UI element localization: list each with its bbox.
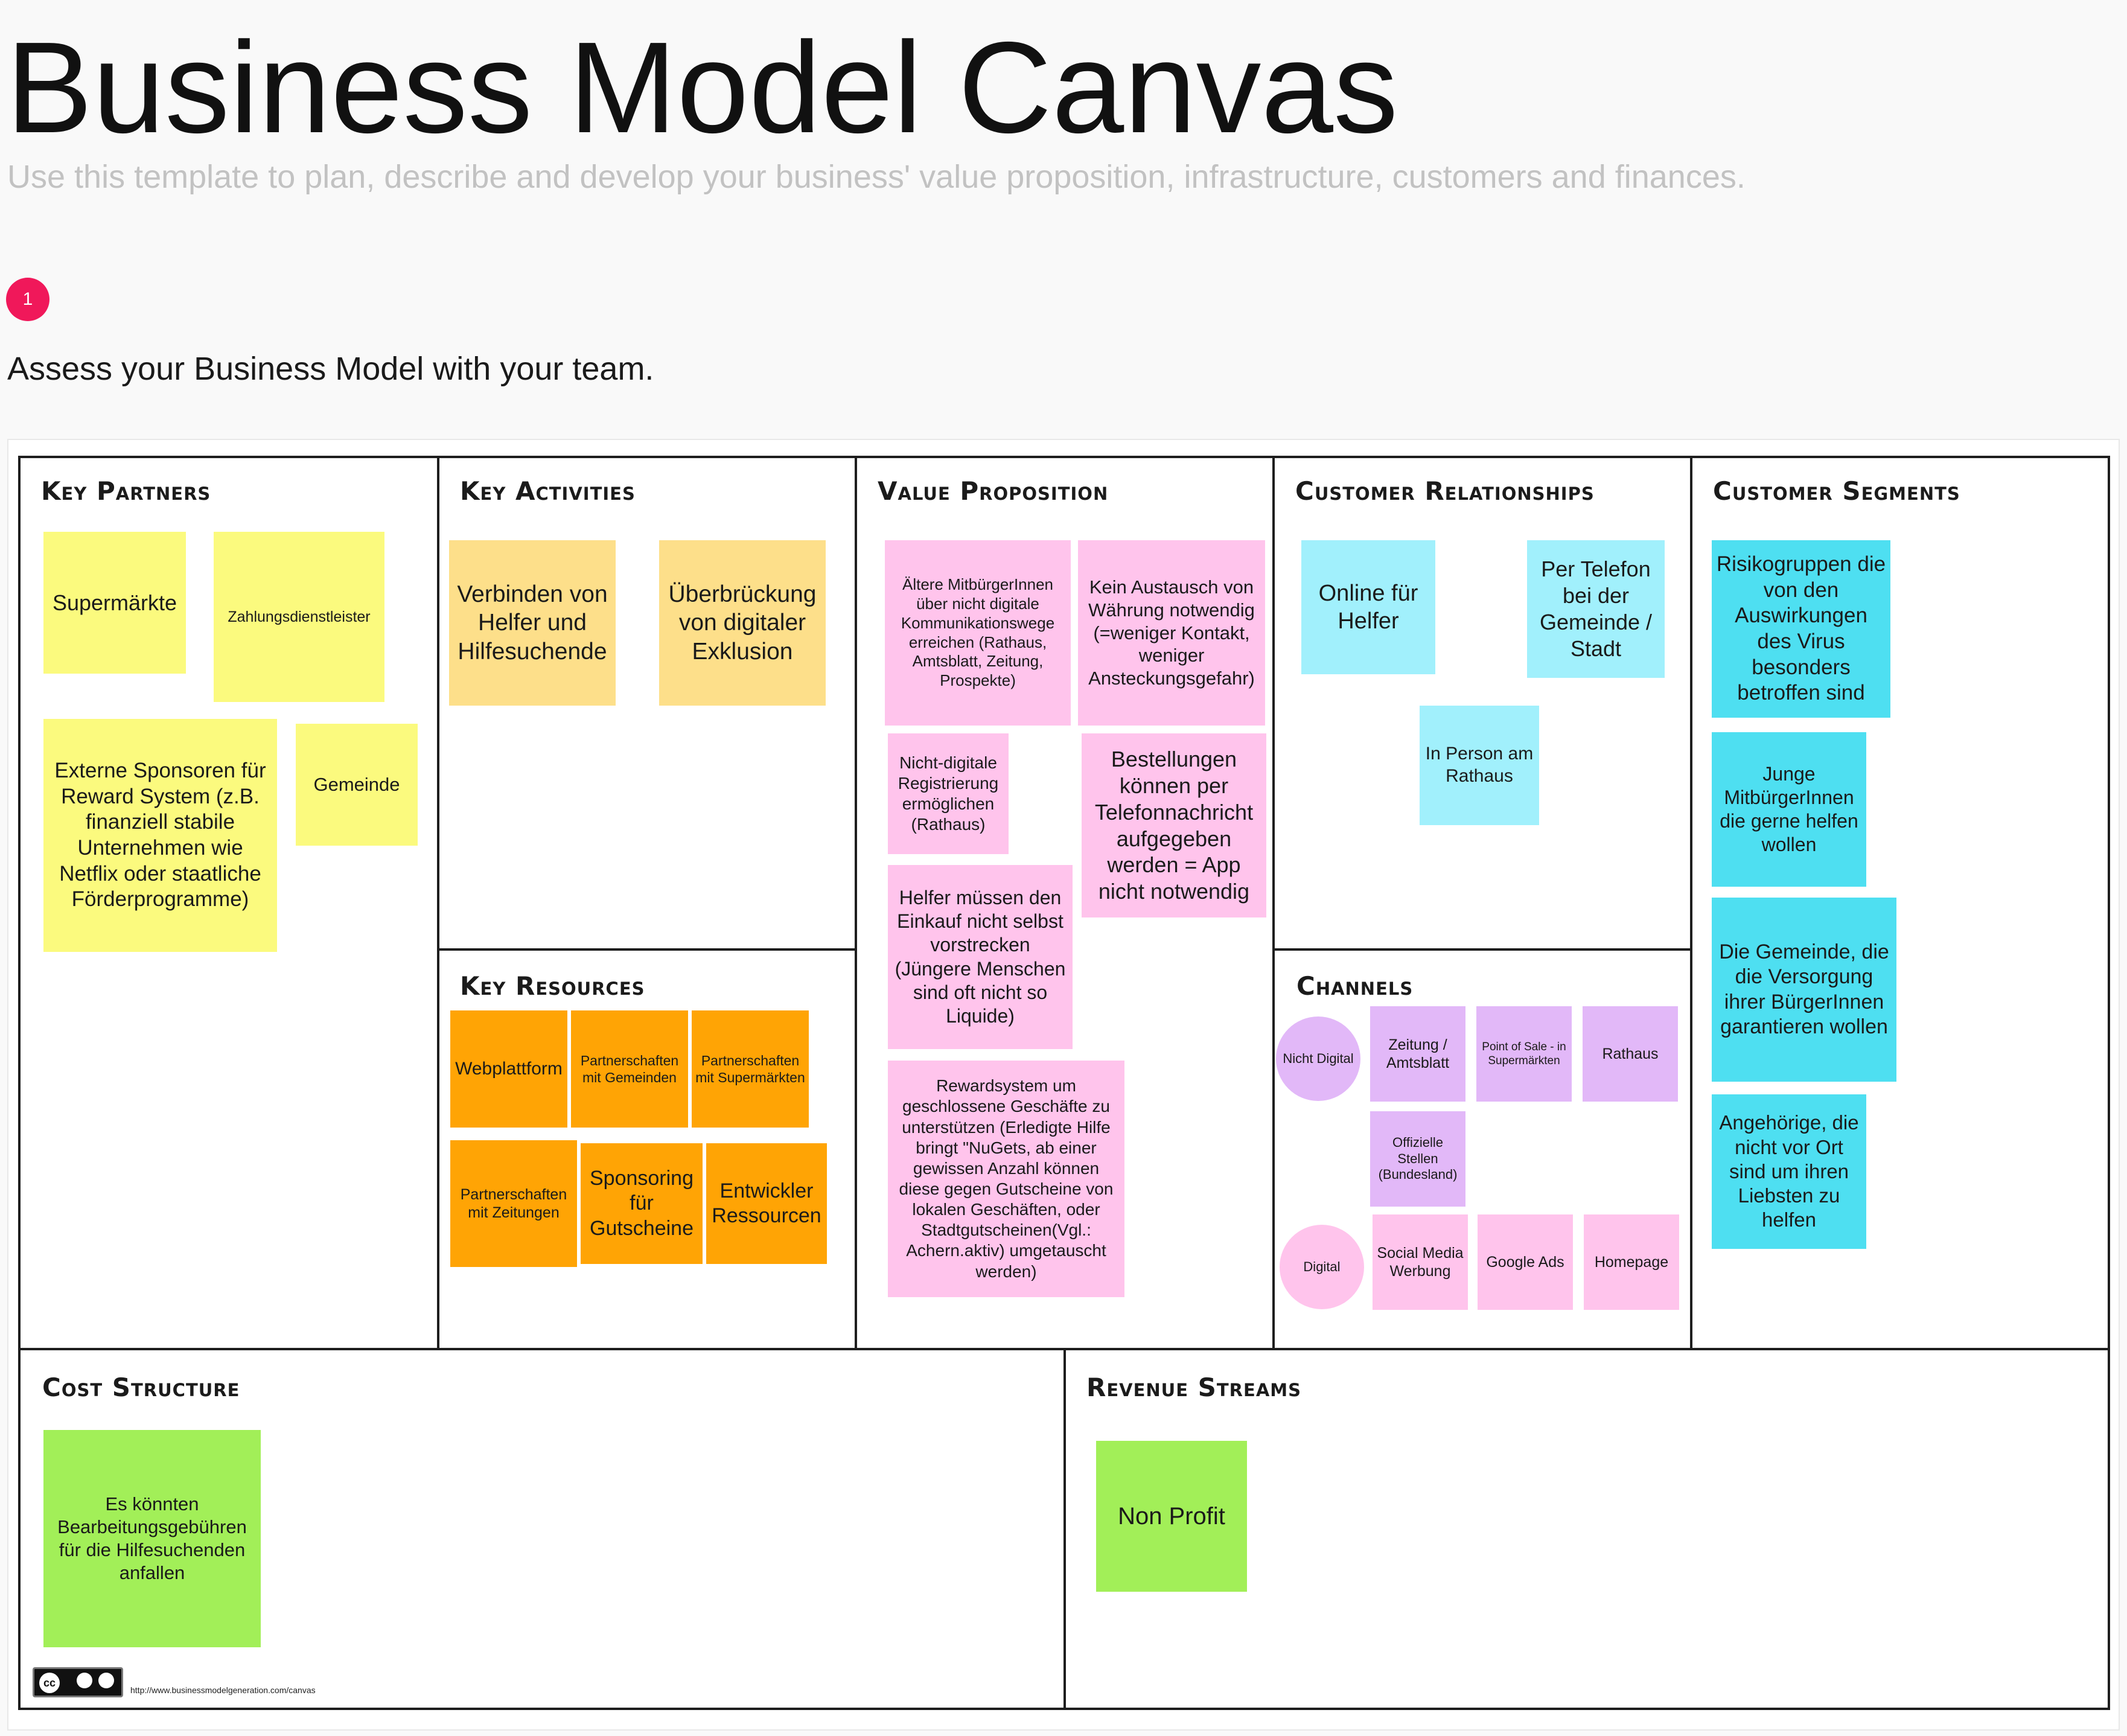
sticky-note[interactable]: Homepage (1584, 1214, 1679, 1310)
divider-line (1064, 1348, 1066, 1710)
sticky-note[interactable]: Angehörige, die nicht vor Ort sind um ih… (1712, 1094, 1866, 1249)
note-text: Bestellungen können per Telefonnachricht… (1094, 746, 1254, 904)
divider-line (1690, 458, 1692, 1350)
note-text: Überbrückung von digitaler Exklusion (668, 581, 817, 665)
section-title-customer-segments: Customer Segments (1713, 476, 1960, 506)
step-instruction: Assess your Business Model with your tea… (7, 351, 654, 387)
sticky-note[interactable]: Überbrückung von digitaler Exklusion (659, 540, 826, 706)
license-url[interactable]: http://www.businessmodelgeneration.com/c… (130, 1685, 316, 1695)
sticky-note[interactable]: Nicht-digitale Registrierung ermöglichen… (888, 733, 1009, 854)
divider-line (1272, 948, 1690, 951)
sticky-note-round[interactable]: Nicht Digital (1276, 1016, 1360, 1101)
sticky-note[interactable]: Ältere MitbürgerInnen über nicht digital… (885, 540, 1071, 726)
sticky-note[interactable]: Social Media Werbung (1373, 1214, 1468, 1310)
note-text: Sponsoring für Gutscheine (589, 1166, 694, 1240)
sticky-note[interactable]: Google Ads (1478, 1214, 1573, 1310)
note-text: Non Profit (1118, 1502, 1225, 1530)
note-text: Offizielle Stellen (Bundesland) (1378, 1134, 1458, 1182)
note-text: Ältere MitbürgerInnen über nicht digital… (901, 575, 1055, 689)
note-text: Social Media Werbung (1377, 1244, 1464, 1280)
sticky-note[interactable]: Gemeinde (296, 724, 418, 846)
cc-badge-text: cc (39, 1673, 60, 1693)
section-title-revenue-streams: Revenue Streams (1086, 1373, 1302, 1402)
note-text: Zahlungsdienstleister (228, 608, 371, 625)
sticky-note[interactable]: Die Gemeinde, die die Versorgung ihrer B… (1712, 898, 1896, 1082)
divider-line (437, 948, 855, 951)
sticky-note[interactable]: Bestellungen können per Telefonnachricht… (1082, 733, 1266, 917)
note-text: Google Ads (1486, 1253, 1564, 1271)
sticky-note[interactable]: Junge MitbürgerInnen die gerne helfen wo… (1712, 732, 1866, 887)
note-text: Die Gemeinde, die die Versorgung ihrer B… (1719, 940, 1889, 1038)
sticky-note[interactable]: In Person am Rathaus (1420, 706, 1539, 825)
note-text: Supermärkte (52, 590, 177, 615)
sticky-note[interactable]: Helfer müssen den Einkauf nicht selbst v… (888, 865, 1073, 1049)
note-text: Homepage (1594, 1253, 1669, 1271)
section-title-cost-structure: Cost Structure (42, 1373, 240, 1402)
note-text: Externe Sponsoren für Reward System (z.B… (54, 758, 266, 911)
note-text: Rewardsystem um geschlossene Geschäfte z… (899, 1076, 1114, 1281)
note-text: Junge MitbürgerInnen die gerne helfen wo… (1720, 762, 1858, 856)
sticky-note[interactable]: Kein Austausch von Währung notwendig (=w… (1078, 540, 1265, 726)
sticky-note[interactable]: Point of Sale - in Supermärkten (1476, 1006, 1572, 1102)
note-text: Risikogruppen die von den Auswirkungen d… (1716, 552, 1886, 705)
sticky-note[interactable]: Partnerschaften mit Gemeinden (571, 1010, 688, 1128)
sticky-note[interactable]: Partnerschaften mit Supermärkten (692, 1010, 809, 1128)
business-model-canvas[interactable]: Key Partners Key Activities Key Resource… (18, 456, 2110, 1710)
note-text: Partnerschaften mit Zeitungen (460, 1186, 567, 1222)
note-text: Angehörige, die nicht vor Ort sind um ih… (1719, 1111, 1859, 1231)
note-text: Nicht Digital (1283, 1050, 1354, 1066)
note-text: Helfer müssen den Einkauf nicht selbst v… (894, 887, 1066, 1027)
section-title-value-proposition: Value Proposition (878, 476, 1109, 506)
note-text: Per Telefon bei der Gemeinde / Stadt (1539, 557, 1653, 661)
sticky-note[interactable]: Offizielle Stellen (Bundesland) (1370, 1111, 1465, 1207)
note-text: Digital (1303, 1259, 1341, 1274)
section-title-channels: Channels (1296, 971, 1414, 1001)
by-icon (77, 1673, 92, 1688)
note-text: Webplattform (455, 1058, 563, 1079)
note-text: Zeitung / Amtsblatt (1386, 1036, 1450, 1072)
sticky-note[interactable]: Zahlungsdienstleister (214, 532, 384, 702)
sticky-note[interactable]: Risikogruppen die von den Auswirkungen d… (1712, 540, 1890, 718)
sticky-note[interactable]: Partnerschaften mit Zeitungen (450, 1140, 577, 1267)
page-title: Business Model Canvas (6, 14, 1398, 160)
section-title-customer-relationships: Customer Relationships (1295, 476, 1595, 506)
note-text: Online für Helfer (1318, 580, 1418, 634)
note-text: Partnerschaften mit Gemeinden (580, 1052, 679, 1085)
creative-commons-icon: cc (33, 1667, 123, 1697)
sticky-note[interactable]: Externe Sponsoren für Reward System (z.B… (43, 719, 277, 952)
note-text: In Person am Rathaus (1425, 744, 1534, 786)
sticky-note[interactable]: Rathaus (1583, 1006, 1678, 1102)
sticky-note[interactable]: Per Telefon bei der Gemeinde / Stadt (1527, 540, 1665, 678)
sticky-note[interactable]: Es könnten Bearbeitungsgebühren für die … (43, 1430, 261, 1647)
divider-line (855, 458, 857, 1350)
note-text: Nicht-digitale Registrierung ermöglichen… (898, 753, 999, 834)
note-text: Gemeinde (313, 774, 400, 796)
sticky-note[interactable]: Online für Helfer (1301, 540, 1435, 674)
note-text: Partnerschaften mit Supermärkten (695, 1052, 805, 1085)
section-title-key-partners: Key Partners (41, 476, 211, 506)
sticky-note[interactable]: Webplattform (450, 1010, 567, 1128)
note-text: Kein Austausch von Währung notwendig (=w… (1088, 576, 1255, 689)
sticky-note[interactable]: Zeitung / Amtsblatt (1370, 1006, 1465, 1102)
note-text: Entwickler Ressourcen (712, 1179, 821, 1227)
sticky-note[interactable]: Sponsoring für Gutscheine (581, 1143, 703, 1264)
note-text: Rathaus (1602, 1045, 1659, 1062)
section-title-key-resources: Key Resources (460, 971, 645, 1001)
note-text: Es könnten Bearbeitungsgebühren für die … (57, 1493, 247, 1583)
divider-line (437, 458, 439, 1350)
sticky-note-round[interactable]: Digital (1280, 1225, 1364, 1309)
sticky-note[interactable]: Non Profit (1096, 1441, 1247, 1592)
sa-icon (98, 1673, 114, 1688)
note-text: Verbinden von Helfer und Hilfesuchende (457, 581, 608, 665)
sticky-note[interactable]: Verbinden von Helfer und Hilfesuchende (449, 540, 616, 706)
section-title-key-activities: Key Activities (460, 476, 636, 506)
sticky-note[interactable]: Supermärkte (43, 532, 186, 674)
page-subtitle: Use this template to plan, describe and … (7, 159, 1746, 195)
sticky-note[interactable]: Rewardsystem um geschlossene Geschäfte z… (888, 1061, 1124, 1297)
step-number-badge: 1 (6, 278, 49, 321)
note-text: Point of Sale - in Supermärkten (1482, 1040, 1566, 1067)
sticky-note[interactable]: Entwickler Ressourcen (706, 1143, 827, 1264)
divider-line (1272, 458, 1275, 1350)
